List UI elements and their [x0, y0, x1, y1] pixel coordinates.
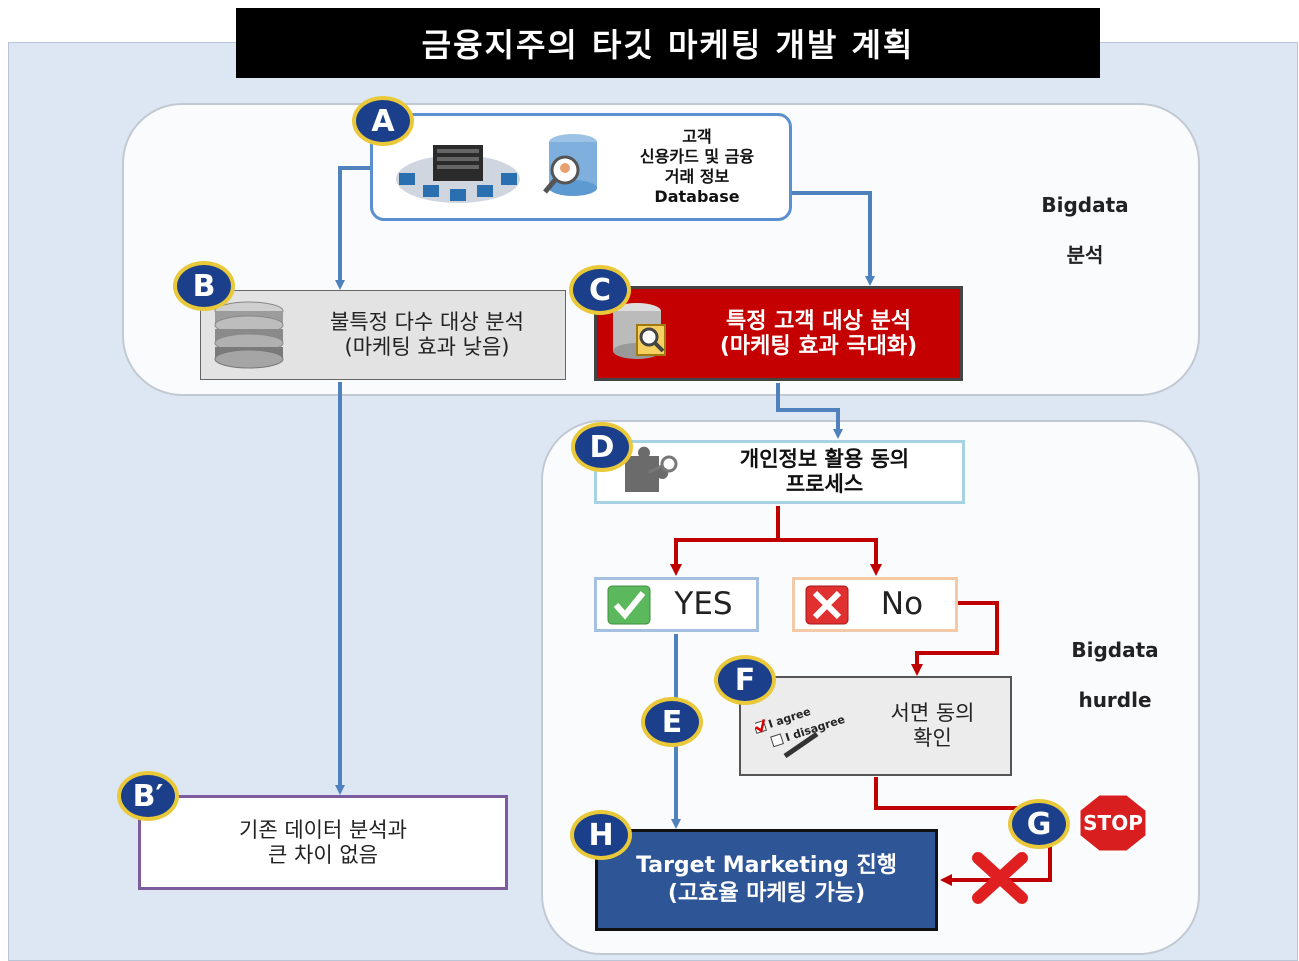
text-line: 거래 정보 — [664, 167, 730, 186]
written-consent-label: 서면 동의 확인 — [855, 701, 1010, 751]
text-line: (고효율 마케팅 가능) — [667, 881, 866, 906]
region-label-line: hurdle — [1078, 688, 1152, 712]
region-label-analysis: Bigdata 분석 — [1015, 180, 1155, 280]
arrow-c-to-d — [776, 383, 843, 439]
arrow-f-to-g — [874, 777, 1020, 810]
customer-database-box: 고객 신용카드 및 금융 거래 정보 Database — [370, 113, 792, 221]
database-label: 고객 신용카드 및 금융 거래 정보 Database — [605, 127, 789, 207]
region-label-hurdle: Bigdata hurdle — [1045, 625, 1185, 725]
unspecified-analysis-label: 불특정 다수 대상 분석 (마케팅 효과 낮음) — [289, 310, 565, 360]
target-marketing-label: Target Marketing 진행 (고효율 마케팅 가능) — [598, 852, 935, 908]
yes-option-box: YES — [594, 577, 759, 632]
no-option-box: No — [792, 577, 958, 632]
written-consent-box: I agree I disagree 서면 동의 확인 — [739, 676, 1012, 776]
database-search-icon — [613, 302, 666, 359]
region-label-line: 분석 — [1066, 243, 1104, 267]
badge-f: F — [714, 655, 776, 705]
consent-process-label: 개인정보 활용 동의 프로세스 — [687, 447, 962, 497]
arrow-d-split — [670, 506, 780, 576]
yes-label: YES — [674, 586, 733, 622]
specific-analysis-box: 특정 고객 대상 분석 (마케팅 효과 극대화) — [594, 286, 963, 381]
arrow-a-to-b — [335, 166, 375, 290]
unspecified-analysis-box: 불특정 다수 대상 분석 (마케팅 효과 낮음) — [200, 290, 566, 380]
text-line: 개인정보 활용 동의 — [739, 447, 910, 471]
consent-process-box: 개인정보 활용 동의 프로세스 — [594, 440, 965, 504]
text-line: 큰 차이 없음 — [268, 842, 378, 867]
text-line: 서면 동의 — [890, 701, 975, 725]
arrow-d-to-no — [778, 538, 882, 576]
text-line: (마케팅 효과 극대화) — [719, 333, 918, 359]
text-line: 신용카드 및 금융 — [639, 147, 755, 166]
badge-bprime: B′ — [117, 771, 179, 821]
arrow-a-to-c — [792, 191, 875, 286]
text-line: 고객 — [682, 127, 712, 146]
badge-g: G — [1008, 799, 1070, 849]
badge-d: D — [571, 422, 633, 472]
badge-h: H — [570, 810, 632, 860]
arrow-g-to-h — [940, 840, 1052, 886]
blocked-x-icon — [972, 852, 1028, 904]
puzzle-key-icon — [625, 446, 678, 492]
text-line: 기존 데이터 분석과 — [239, 817, 407, 842]
text-line: Database — [654, 187, 740, 206]
badge-b: B — [173, 261, 235, 311]
database-search-icon — [543, 134, 597, 196]
region-label-line: Bigdata — [1041, 193, 1129, 217]
arrow-no-to-f — [911, 601, 999, 676]
text-line: (마케팅 효과 낮음) — [344, 335, 510, 359]
specific-analysis-label: 특정 고객 대상 분석 (마케팅 효과 극대화) — [677, 309, 960, 359]
server-network-icon — [396, 145, 520, 203]
text-line: 프로세스 — [785, 472, 864, 496]
text-line: 특정 고객 대상 분석 — [726, 308, 911, 334]
text-line: 확인 — [913, 726, 952, 750]
stop-sign-icon: STOP — [1077, 792, 1149, 854]
target-marketing-box: Target Marketing 진행 (고효율 마케팅 가능) — [595, 829, 938, 931]
text-line: 불특정 다수 대상 분석 — [330, 310, 524, 334]
page-title: 금융지주의 타깃 마케팅 개발 계획 — [236, 8, 1100, 78]
badge-e: E — [641, 697, 703, 747]
badge-a: A — [352, 96, 414, 146]
no-label: No — [880, 586, 924, 622]
badge-c: C — [569, 265, 631, 315]
region-label-line: Bigdata — [1071, 638, 1159, 662]
no-difference-label: 기존 데이터 분석과 큰 차이 없음 — [141, 818, 505, 868]
agree-form-icon: I agree I disagree — [755, 705, 847, 758]
database-stack-icon — [214, 301, 284, 369]
x-icon — [805, 585, 849, 624]
text-line: Target Marketing 진행 — [636, 853, 897, 878]
check-icon — [607, 585, 651, 624]
no-difference-box: 기존 데이터 분석과 큰 차이 없음 — [138, 795, 508, 890]
stop-text: STOP — [1083, 811, 1143, 835]
